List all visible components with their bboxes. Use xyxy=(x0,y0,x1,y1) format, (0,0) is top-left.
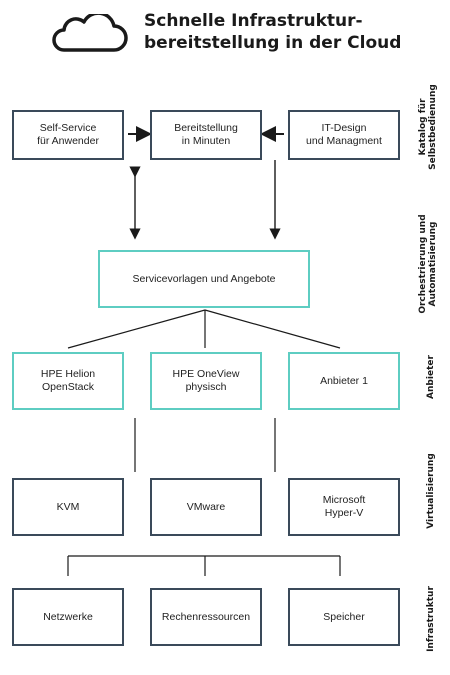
provider-oneview-label: HPE OneView physisch xyxy=(172,368,240,393)
side-label-virtualization: Virtualisierung xyxy=(426,453,436,529)
side-label-orchestration: Orchestrierung und Automatisierung xyxy=(418,214,438,314)
it-design-label: IT-Design und Managment xyxy=(306,122,382,147)
cloud-icon xyxy=(52,14,128,52)
side-label-catalog: Katalog für Selbstbedienung xyxy=(418,84,438,170)
hyperv-box: Microsoft Hyper-V xyxy=(288,478,400,536)
hyperv-label: Microsoft Hyper-V xyxy=(322,494,366,519)
provider-helion-label: HPE Helion OpenStack xyxy=(40,368,96,393)
self-service-label: Self-Service für Anwender xyxy=(37,122,99,147)
compute-label: Rechenressourcen xyxy=(161,610,251,623)
vmware-box: VMware xyxy=(150,478,262,536)
provisioning-box: Bereitstellung in Minuten xyxy=(150,110,262,160)
storage-box: Speicher xyxy=(288,588,400,646)
provider-1-label: Anbieter 1 xyxy=(320,374,368,387)
service-templates-box: Servicevorlagen und Angebote xyxy=(98,250,310,308)
provisioning-label: Bereitstellung in Minuten xyxy=(174,122,238,147)
kvm-box: KVM xyxy=(12,478,124,536)
side-label-providers: Anbieter xyxy=(426,355,436,399)
kvm-label: KVM xyxy=(56,500,80,513)
provider-1-box: Anbieter 1 xyxy=(288,352,400,410)
provider-oneview-box: HPE OneView physisch xyxy=(150,352,262,410)
side-label-infrastructure: Infrastruktur xyxy=(426,586,436,652)
network-label: Netzwerke xyxy=(43,610,93,623)
it-design-box: IT-Design und Managment xyxy=(288,110,400,160)
compute-box: Rechenressourcen xyxy=(150,588,262,646)
storage-label: Speicher xyxy=(323,610,365,623)
vmware-label: VMware xyxy=(186,500,226,513)
provider-helion-box: HPE Helion OpenStack xyxy=(12,352,124,410)
network-box: Netzwerke xyxy=(12,588,124,646)
self-service-box: Self-Service für Anwender xyxy=(12,110,124,160)
service-templates-label: Servicevorlagen und Angebote xyxy=(132,272,276,285)
page-title: Schnelle Infrastruktur- bereitstellung i… xyxy=(144,11,402,53)
